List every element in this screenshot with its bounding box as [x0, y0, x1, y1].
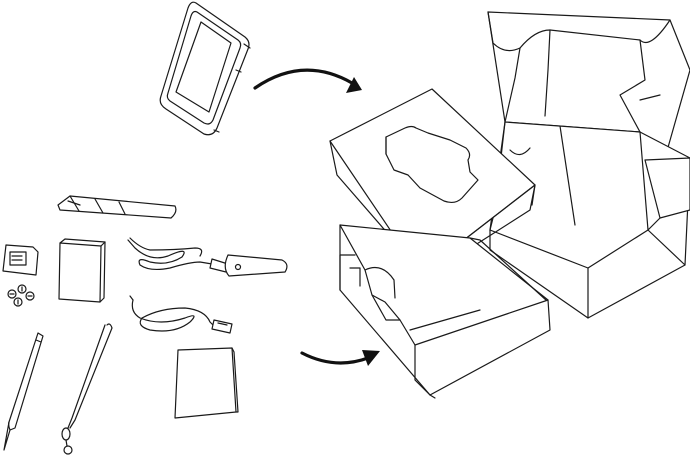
arrow-to-box-top	[255, 70, 362, 93]
tablet-device	[160, 2, 250, 135]
battery	[59, 239, 105, 302]
screen-protector-strip	[58, 196, 176, 218]
power-adapter	[128, 238, 287, 276]
open-shipping-box	[488, 12, 690, 318]
sd-card-adapter	[3, 245, 38, 275]
lanyard-strap	[62, 324, 112, 454]
screws	[8, 285, 34, 306]
usb-cable	[130, 296, 232, 333]
arrow-to-box-bottom	[302, 350, 380, 366]
user-manual	[175, 348, 238, 418]
stylus-pen	[4, 333, 43, 450]
